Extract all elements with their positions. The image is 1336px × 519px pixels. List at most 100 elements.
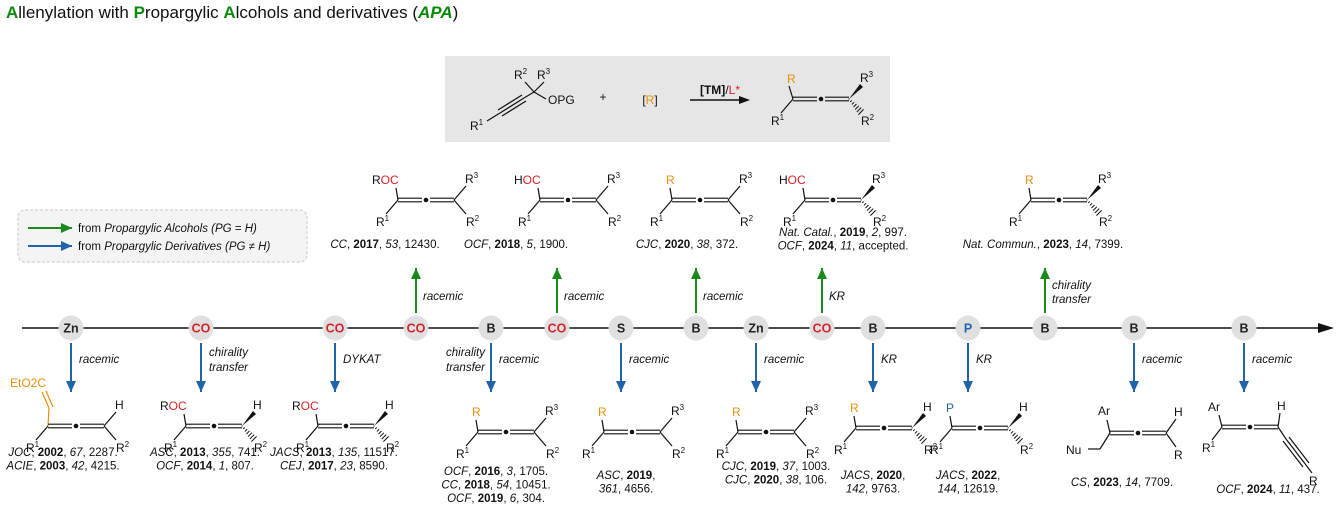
reference-part: 2023 xyxy=(1043,239,1069,251)
superscript: 3 xyxy=(869,70,874,79)
opg-label: OPG xyxy=(548,93,575,107)
down-arrow xyxy=(616,343,626,392)
bond xyxy=(1099,432,1111,450)
reference-part: 67 xyxy=(70,447,83,459)
bond xyxy=(465,431,479,447)
reference-part: , xyxy=(1087,477,1093,489)
up-arrow xyxy=(411,268,421,313)
reference-part: , xyxy=(620,470,626,482)
condition-tm: [TM] xyxy=(700,83,725,97)
bond xyxy=(103,425,117,441)
arrow-label: transfer xyxy=(446,362,486,374)
legend-text: Propargylic Derivatives (PG ≠ H) xyxy=(104,241,270,253)
node-label: B xyxy=(1040,322,1049,336)
reference-part: 2024 xyxy=(808,241,834,253)
reference-part: , xyxy=(33,461,39,473)
reference: JACS, 2020,142, 9763. xyxy=(840,470,906,496)
timeline-node: B xyxy=(1032,315,1058,341)
reference-part: , 1900. xyxy=(533,239,568,251)
r2-label: R2 xyxy=(806,446,820,461)
bond xyxy=(533,417,547,433)
down-arrow xyxy=(66,343,76,392)
title-part: llenylation with xyxy=(18,3,134,22)
superscript: 2 xyxy=(749,214,754,223)
arrow-label: racemic xyxy=(564,291,605,303)
arrow-label: racemic xyxy=(1142,354,1183,366)
legend-text: Propargylic Alcohols (PG = H) xyxy=(104,223,257,235)
substituent-group: P xyxy=(946,401,954,415)
reference-part: , xyxy=(1273,484,1279,496)
node-circle xyxy=(478,315,504,341)
reference-part: 5 xyxy=(527,239,534,251)
reference-part: 2013 xyxy=(180,447,206,459)
reference-part: , xyxy=(65,461,71,473)
arrow-label: chirality xyxy=(446,347,486,359)
superscript: 1 xyxy=(939,442,944,451)
allene-dot xyxy=(818,96,824,102)
group-carbonyl: OC xyxy=(169,399,187,413)
reference-part: , 741. xyxy=(231,447,260,459)
reference-line: CC, 2018, 54, 10451. xyxy=(441,480,550,492)
reference-part: 6 xyxy=(510,493,517,505)
timeline-node: Zn xyxy=(58,315,84,341)
h-label: H xyxy=(1174,405,1183,419)
bond xyxy=(595,185,609,201)
reference-part: , xyxy=(500,466,506,478)
bond xyxy=(1218,414,1223,428)
reference-part: , xyxy=(468,466,474,478)
reference-part: , 2287. xyxy=(83,447,118,459)
hash-bond xyxy=(916,432,920,437)
node-label: B xyxy=(1129,322,1138,336)
down-arrow xyxy=(330,343,340,392)
timeline-node: P xyxy=(955,315,981,341)
bond xyxy=(533,81,545,93)
arrow-head xyxy=(817,268,827,279)
reference-part: 2020 xyxy=(877,470,903,482)
bond xyxy=(524,81,535,93)
reference-part: , 997. xyxy=(878,227,907,239)
h-label: H xyxy=(1277,399,1286,413)
reference-part: , 9763. xyxy=(865,484,900,496)
bond xyxy=(780,98,794,114)
reference-part: 14 xyxy=(1075,239,1088,251)
down-arrow xyxy=(1129,343,1139,392)
reference: OCF, 2016, 3, 1705.CC, 2018, 54, 10451.O… xyxy=(441,466,550,505)
group-prefix: R xyxy=(372,173,381,187)
reference-part: , xyxy=(658,239,664,251)
superscript: 1 xyxy=(591,446,596,455)
node-label: B xyxy=(691,322,700,336)
reference-part: 11 xyxy=(840,241,852,253)
reference-line: OCF, 2014, 1, 807. xyxy=(156,461,254,473)
reference-part: , xyxy=(174,447,180,459)
r2-label: R2 xyxy=(672,446,686,461)
arrow-head xyxy=(330,381,340,392)
node-label: CO xyxy=(548,322,567,336)
superscript: 3 xyxy=(554,403,559,412)
hash-bond xyxy=(376,428,380,432)
bond xyxy=(949,415,953,429)
superscript: 2 xyxy=(681,446,686,455)
node-circle xyxy=(608,315,634,341)
bond xyxy=(1288,436,1310,464)
reagent-r: R xyxy=(646,93,655,107)
legend-arrow xyxy=(28,241,72,251)
timeline-node: B xyxy=(860,315,886,341)
reference-line: OCF, 2024, 11, accepted. xyxy=(778,241,909,253)
down-arrow xyxy=(486,343,496,392)
reference-part: , xyxy=(302,461,308,473)
nu-label: Nu xyxy=(1066,443,1081,457)
reference: JACS, 2013, 135, 11517.CEJ, 2017, 23, 85… xyxy=(269,447,398,473)
superscript: 1 xyxy=(659,214,664,223)
bond xyxy=(788,85,794,100)
allene-dot xyxy=(73,423,79,429)
timeline-node: CO xyxy=(188,315,214,341)
reference-part: OCF xyxy=(778,241,803,253)
reference-part: , xyxy=(206,447,212,459)
wedge-bond xyxy=(912,413,926,428)
